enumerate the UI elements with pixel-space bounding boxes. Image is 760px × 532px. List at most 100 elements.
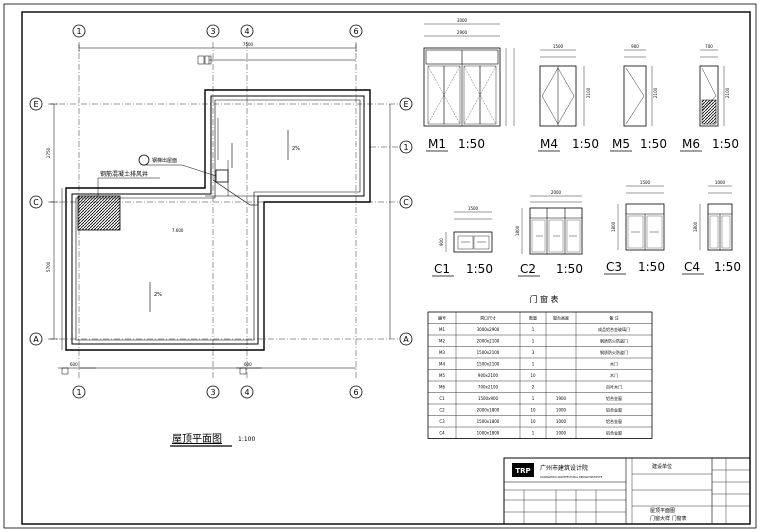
level-label: 7.600 [172, 228, 184, 233]
axis-bubble [399, 332, 413, 346]
door-m5-id: M5 [612, 137, 630, 151]
schedule-cell: C3 [439, 419, 445, 424]
slope-label: 2% [154, 292, 162, 298]
schedule-cell: C4 [439, 431, 445, 436]
parapet-inner-2 [75, 99, 361, 341]
window-c3-id: C3 [606, 260, 622, 274]
schedule-cell: M2 [439, 339, 445, 344]
door-m6 [699, 49, 725, 127]
schedule-cell: 成品铝合金玻璃门 [598, 326, 630, 332]
axis-bubble [240, 24, 254, 38]
door-labels: 3000 2900 1500 2100 900 2100 700 2100 M1… [428, 18, 739, 151]
window-c1 [445, 211, 493, 253]
axis-label-left-c: C [33, 198, 39, 207]
axis-bubble [399, 195, 413, 209]
axis-bubble [72, 385, 86, 399]
schedule-cell: 1500x2100 [477, 362, 500, 367]
exhaust-shaft [77, 195, 121, 231]
window-c1-id: C1 [434, 262, 450, 276]
axis-label-right-e: E [403, 100, 408, 109]
window-c4-dim-h: 1800 [693, 221, 698, 232]
axis-bubble [399, 140, 413, 154]
door-m1-scale: 1:50 [458, 137, 485, 151]
window-c3-dim-h: 1800 [611, 221, 616, 232]
schedule-cell: 10 [530, 408, 536, 413]
schedule-cell: 1000 [556, 408, 567, 413]
axis-bubble [29, 332, 43, 346]
schedule-cell: 钢质防火防盗门 [600, 349, 628, 355]
window-label-underlines [432, 273, 704, 277]
door-m5-dim-h: 2100 [653, 87, 658, 98]
schedule-header-cell: 洞口尺寸 [480, 315, 496, 321]
roof-plan [48, 42, 398, 380]
schedule-cell: 1500x900 [478, 396, 499, 401]
window-elevations [445, 185, 733, 255]
axis-label-bottom-3: 3 [210, 388, 215, 397]
tag-label: 钢梯出屋面 [152, 157, 177, 164]
door-m6-dim-w: 700 [705, 44, 713, 49]
schedule-cell: 铝合金窗 [606, 407, 622, 413]
stair-box [215, 169, 229, 183]
schedule-cell: 1 [532, 339, 535, 344]
axis-bubble [240, 385, 254, 399]
dim-left-mid: 2750 [46, 147, 51, 158]
axis-label-bottom-6: 6 [353, 388, 358, 397]
column-mark [204, 55, 212, 65]
window-c1-dim-h: 900 [439, 238, 444, 246]
axis-label-right-a: A [403, 335, 409, 344]
parapet-inner [71, 95, 365, 345]
schedule-cell: 木门 [610, 372, 618, 378]
door-m6-id: M6 [682, 137, 700, 151]
schedule-cell: C2 [439, 408, 445, 413]
door-m5 [623, 49, 653, 127]
schedule-header-cell: 数量 [529, 315, 537, 321]
schedule-cell: 1 [532, 327, 535, 332]
window-c3 [617, 185, 665, 251]
window-c4-scale: 1:50 [714, 260, 741, 274]
slope-label: 2% [292, 146, 300, 152]
parapet-outer [65, 89, 371, 351]
schedule-cell: 10 [530, 419, 536, 424]
axis-bubble [206, 385, 220, 399]
axis-bubble [29, 97, 43, 111]
dim-bottom-right: 600 [244, 362, 252, 367]
door-m4-dim-h: 2100 [586, 87, 591, 98]
door-m5-scale: 1:50 [640, 137, 667, 151]
leader-line [97, 177, 160, 196]
axis-label-right-c: C [403, 198, 409, 207]
axis-bubble [349, 24, 363, 38]
drawing-name: 屋顶平面图 [650, 508, 675, 514]
window-c2-scale: 1:50 [556, 262, 583, 276]
schedule-cell: 900x2100 [478, 373, 499, 378]
title-block-text: TRP 广州市建筑设计院 GUANGZHOU ARCHITECTURAL DES… [515, 463, 686, 522]
axis-bubbles [29, 24, 413, 399]
window-c2 [521, 195, 583, 255]
schedule-cell: 铝合金窗 [606, 430, 622, 436]
plan-title: 屋顶平面图 [172, 433, 222, 445]
schedule-cell: 1000 [556, 431, 567, 436]
schedule-cell: 1500x1800 [477, 419, 500, 424]
axis-bubble [349, 385, 363, 399]
dim-left-low: 5700 [46, 261, 51, 272]
schedule-title: 门 窗 表 [529, 294, 558, 304]
window-c4 [699, 185, 733, 251]
schedule-header-cell: 窗台高度 [553, 315, 569, 321]
door-m4 [539, 49, 585, 127]
axis-label-top-3: 3 [210, 27, 215, 36]
company-logo-text: TRP [515, 467, 530, 475]
axis-labels: 1 3 4 6 1 3 4 6 E C A E 1 C A [33, 27, 409, 397]
schedule-cell: 2000x1800 [477, 408, 500, 413]
schedule-cell: 铝合金窗 [606, 418, 622, 424]
window-labels: 1500 900 2000 1800 1500 1800 1000 1800 C… [434, 180, 741, 276]
door-m1 [423, 23, 515, 127]
schedule-cell: 10 [530, 373, 536, 378]
schedule-cell: 1900 [556, 396, 567, 401]
schedule-cell: 3 [532, 350, 535, 355]
schedule-cell: 2000x2100 [477, 339, 500, 344]
axis-bubble [29, 195, 43, 209]
schedule-cell: 铝合金窗 [606, 395, 622, 401]
window-c2-id: C2 [520, 262, 536, 276]
schedule-cell: 1000 [556, 419, 567, 424]
door-m4-dim-w: 1500 [553, 44, 564, 49]
